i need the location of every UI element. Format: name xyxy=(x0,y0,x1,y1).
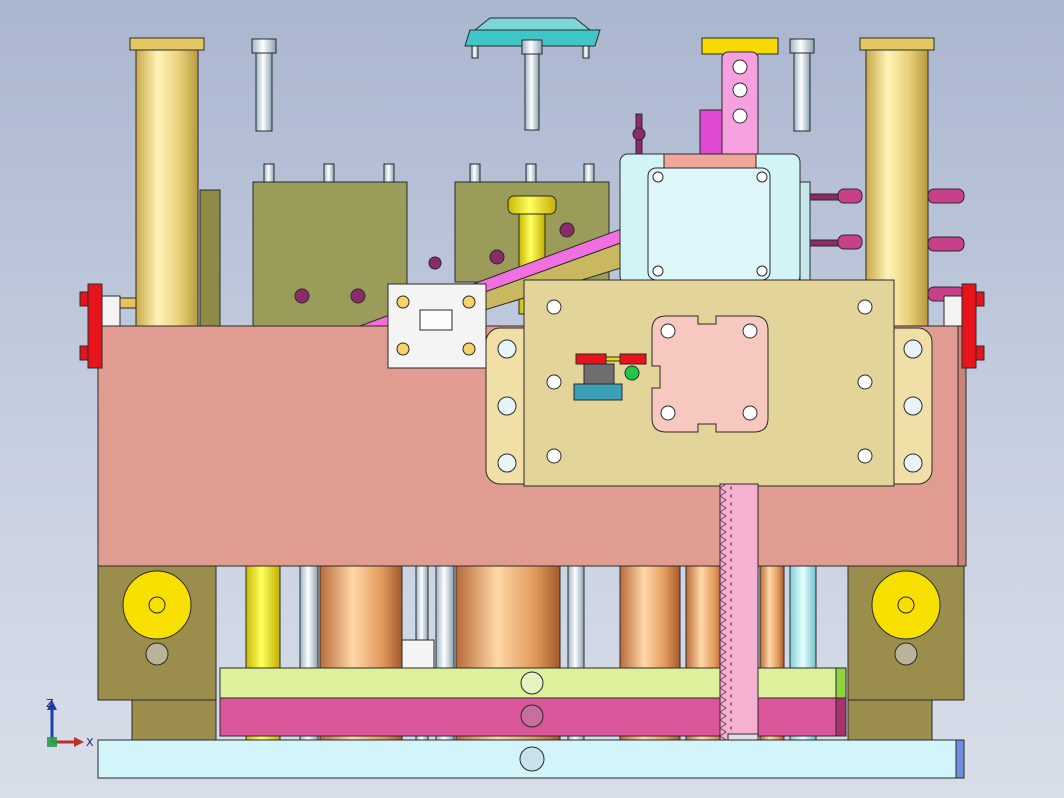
side-rail-left[interactable] xyxy=(97,565,217,741)
z-axis-label: Z xyxy=(46,697,54,710)
top-screw-right[interactable] xyxy=(789,38,815,132)
latch-block-right[interactable] xyxy=(943,283,985,369)
side-rail-right[interactable] xyxy=(847,565,965,741)
bottom-clamp-plate[interactable] xyxy=(97,739,965,779)
guide-post-left[interactable] xyxy=(129,37,205,331)
latch-block-left[interactable] xyxy=(79,283,137,369)
locating-ring[interactable] xyxy=(464,17,601,131)
gear-rack[interactable] xyxy=(719,483,759,745)
slide-clamp[interactable] xyxy=(387,283,487,369)
small-fitting[interactable] xyxy=(632,113,646,157)
top-screw-left[interactable] xyxy=(251,38,277,132)
x-axis-label: X xyxy=(86,736,94,749)
pink-link-arm[interactable] xyxy=(699,51,759,173)
sensor-block[interactable] xyxy=(573,353,647,401)
upper-block-left[interactable] xyxy=(199,163,408,333)
cavity-insert[interactable] xyxy=(651,315,769,433)
water-fittings[interactable] xyxy=(809,188,965,302)
coordinate-triad-icon: Z X xyxy=(46,697,94,749)
cooling-block[interactable] xyxy=(619,153,811,285)
